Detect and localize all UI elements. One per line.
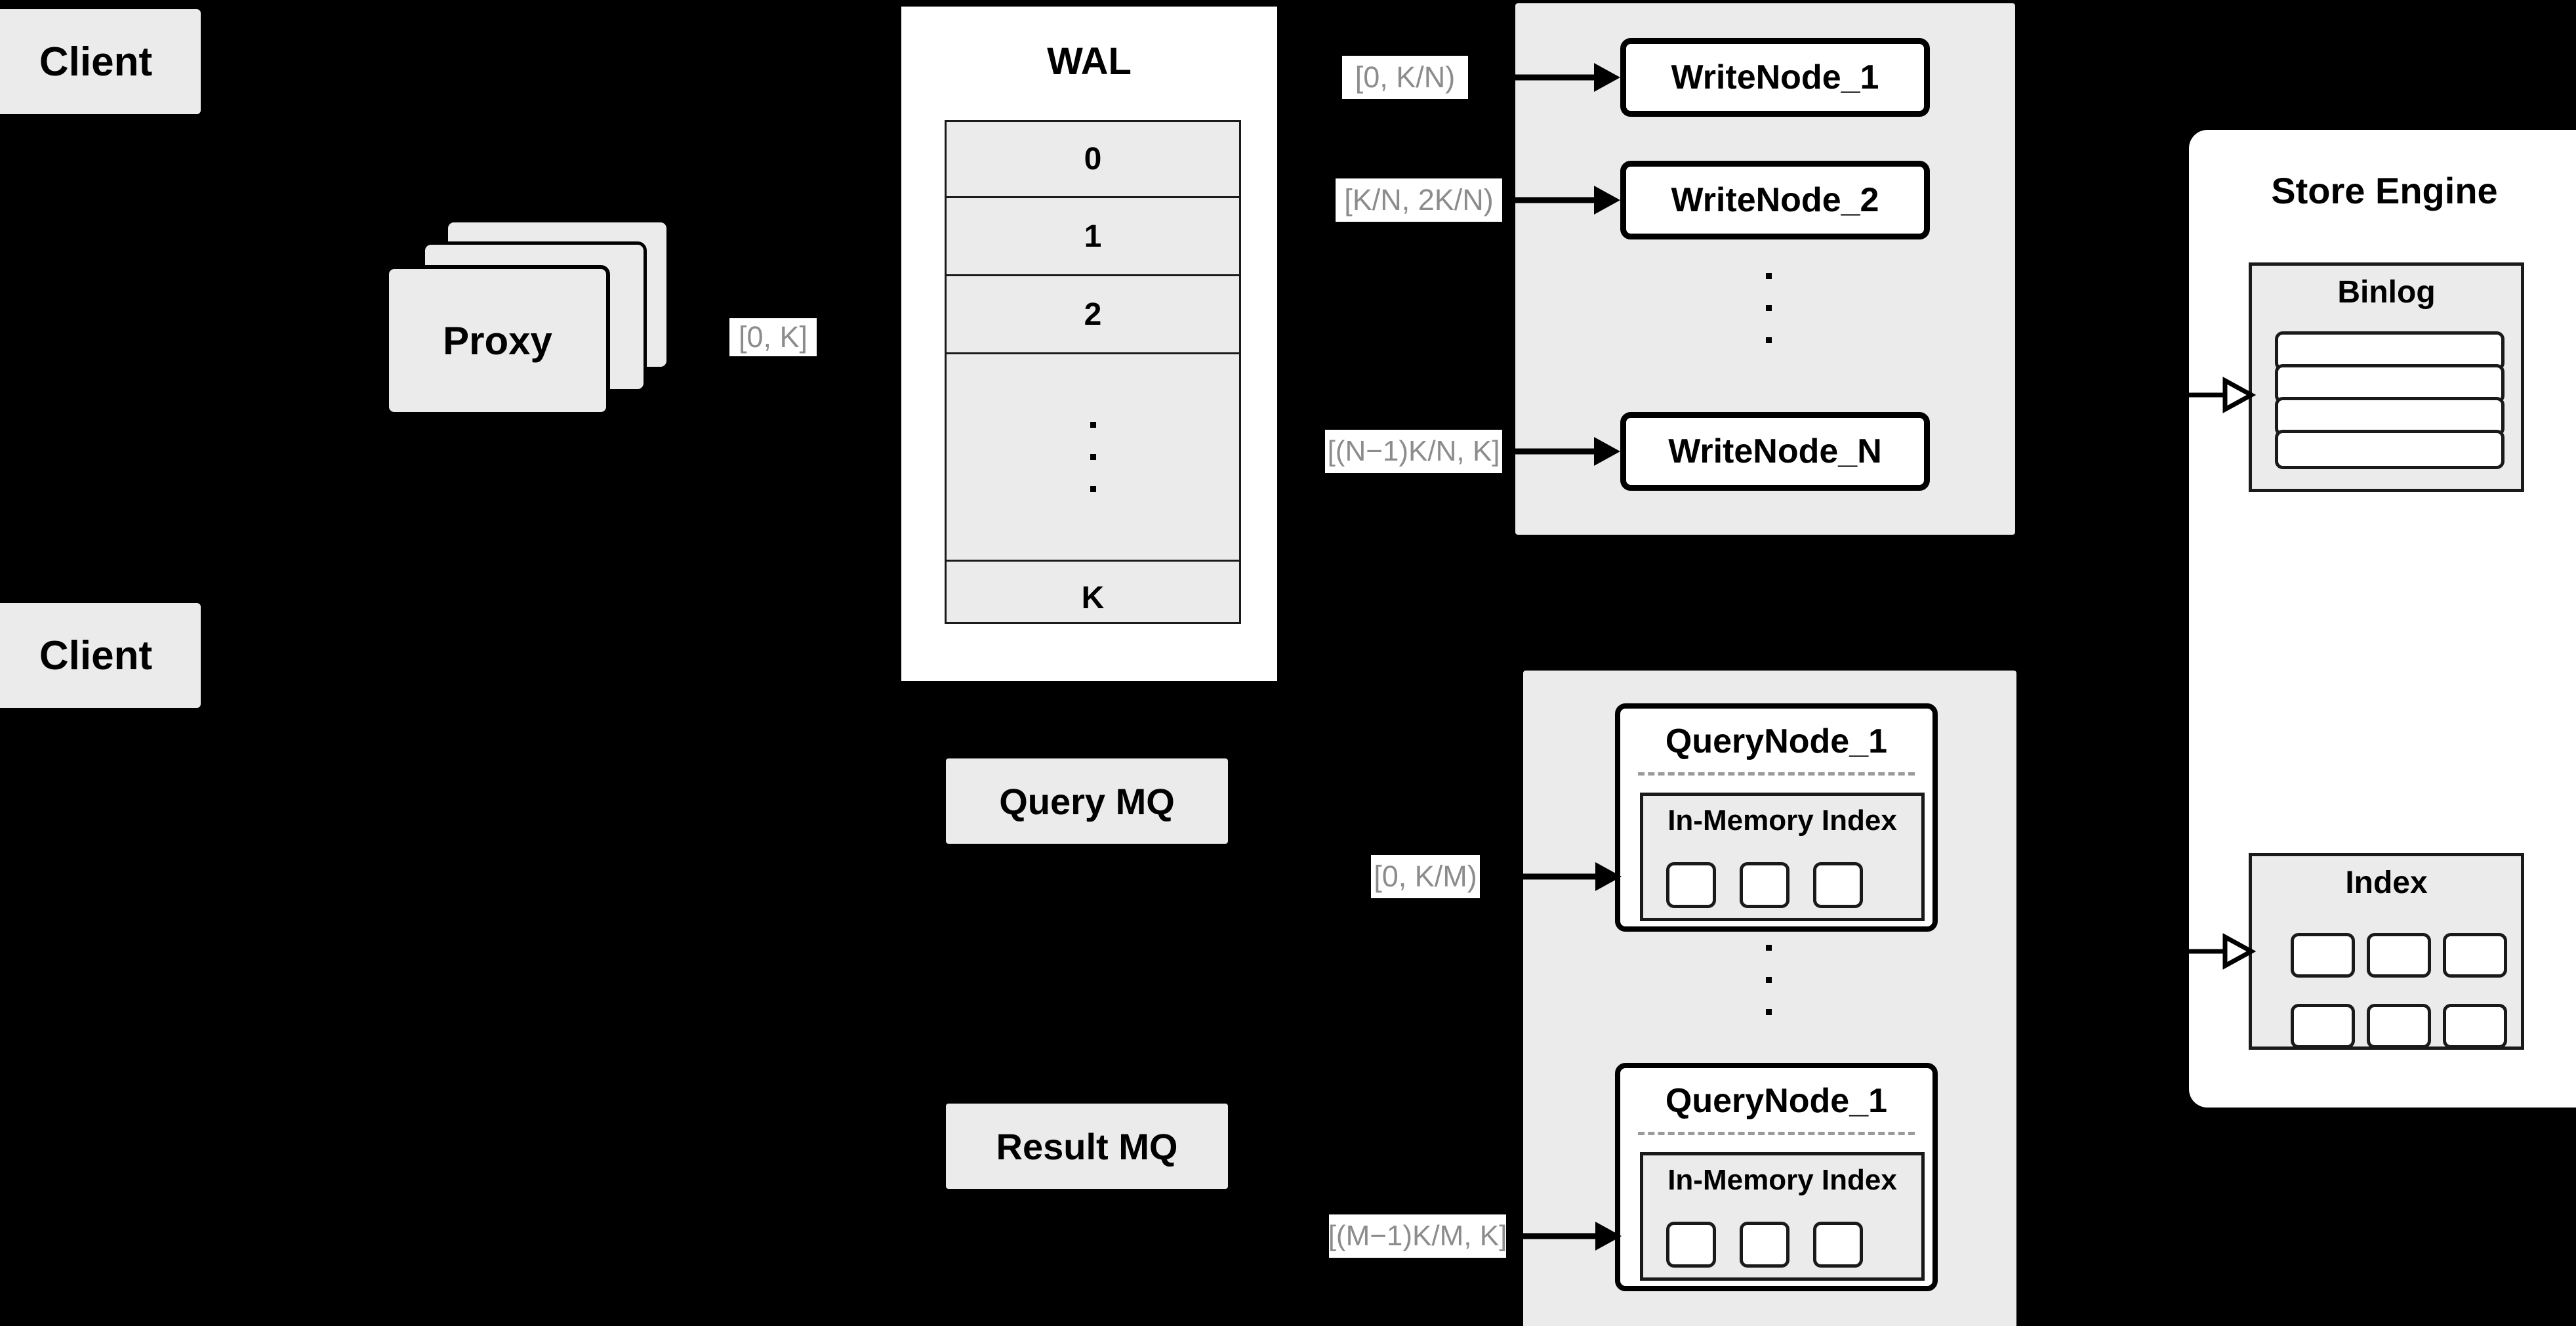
index-slot (1813, 1222, 1863, 1268)
index-title: Index (2345, 865, 2428, 900)
index-slot (2291, 1004, 2355, 1048)
result-mq-box[interactable]: Result MQ (946, 1104, 1228, 1189)
query-node-2-index-title: In-Memory Index (1667, 1164, 1897, 1196)
wal-title: WAL (1047, 40, 1132, 83)
result-mq-label: Result MQ (996, 1125, 1178, 1167)
client-box-2[interactable]: Client (0, 603, 201, 708)
query-mq-label: Query MQ (999, 780, 1175, 822)
binlog-entry (2275, 430, 2504, 469)
client-label-1: Client (39, 39, 153, 85)
index-slot (1740, 1222, 1789, 1268)
arrow-to-write-node-1 (1515, 63, 1620, 92)
ellipsis-dot (1766, 977, 1772, 983)
write-node-1[interactable]: WriteNode_1 (1620, 38, 1930, 117)
index-slot (1740, 862, 1789, 908)
query-node-1-title: QueryNode_1 (1665, 722, 1888, 760)
ellipsis-dot (1090, 422, 1096, 428)
write-node-2-range-label: [K/N, 2K/N) (1336, 178, 1502, 222)
binlog-title: Binlog (2337, 275, 2436, 310)
ellipsis-dot (1766, 1009, 1772, 1015)
wal-row-1: 1 (947, 198, 1239, 276)
ellipsis-dot (1090, 454, 1096, 460)
write-node-ellipsis (1766, 273, 1772, 343)
ellipsis-dot (1090, 486, 1096, 492)
index-slot (2291, 933, 2355, 978)
query-mq-box[interactable]: Query MQ (946, 758, 1228, 844)
wal-row-2: 2 (947, 276, 1239, 354)
write-node-2[interactable]: WriteNode_2 (1620, 161, 1930, 239)
wal-row-ellipsis (947, 354, 1239, 562)
write-node-2-label: WriteNode_2 (1671, 181, 1879, 219)
query-node-2-range-label: [(M−1)K/M, K] (1328, 1214, 1507, 1258)
query-node-1-range-label: [0, K/M) (1371, 855, 1480, 898)
write-node-n-range-label: [(N−1)K/N, K] (1325, 430, 1502, 473)
store-engine-title: Store Engine (2271, 170, 2498, 211)
ellipsis-dot (1766, 305, 1772, 311)
proxy-box[interactable]: Proxy (385, 265, 610, 416)
index-slot (2367, 1004, 2431, 1048)
write-node-n[interactable]: WriteNode_N (1620, 412, 1930, 491)
write-node-1-range-label: [0, K/N) (1342, 56, 1468, 99)
arrow-to-index (2188, 933, 2257, 970)
client-label-2: Client (39, 632, 153, 678)
wal-entry-table: 0 1 2 K (945, 120, 1241, 624)
index-slot (1813, 862, 1863, 908)
query-node-1-index-title: In-Memory Index (1667, 804, 1897, 837)
wal-row-k: K (1081, 580, 1105, 615)
proxy-label: Proxy (443, 318, 552, 363)
query-node-2-separator (1638, 1132, 1915, 1135)
ellipsis-dot (1766, 273, 1772, 279)
write-node-1-label: WriteNode_1 (1671, 58, 1879, 96)
arrow-to-query-node-2 (1523, 1222, 1622, 1251)
index-slot (1666, 862, 1716, 908)
arrow-to-binlog (2188, 377, 2257, 413)
arrow-to-write-node-n (1515, 437, 1620, 466)
query-node-ellipsis (1766, 945, 1772, 1015)
ellipsis-dot (1766, 945, 1772, 951)
arrow-to-query-node-1 (1523, 862, 1622, 891)
index-slot (2443, 933, 2507, 978)
client-box-1[interactable]: Client (0, 9, 201, 114)
query-node-2-title: QueryNode_1 (1665, 1082, 1888, 1120)
wal-row-0: 0 (947, 122, 1239, 198)
query-node-1-separator (1638, 772, 1915, 776)
write-node-n-label: WriteNode_N (1668, 432, 1882, 470)
arrow-to-write-node-2 (1515, 186, 1620, 215)
ellipsis-dot (1766, 337, 1772, 343)
index-slot (2443, 1004, 2507, 1048)
proxy-range-label: [0, K] (729, 318, 817, 356)
index-slot (2367, 933, 2431, 978)
index-slot (1666, 1222, 1716, 1268)
